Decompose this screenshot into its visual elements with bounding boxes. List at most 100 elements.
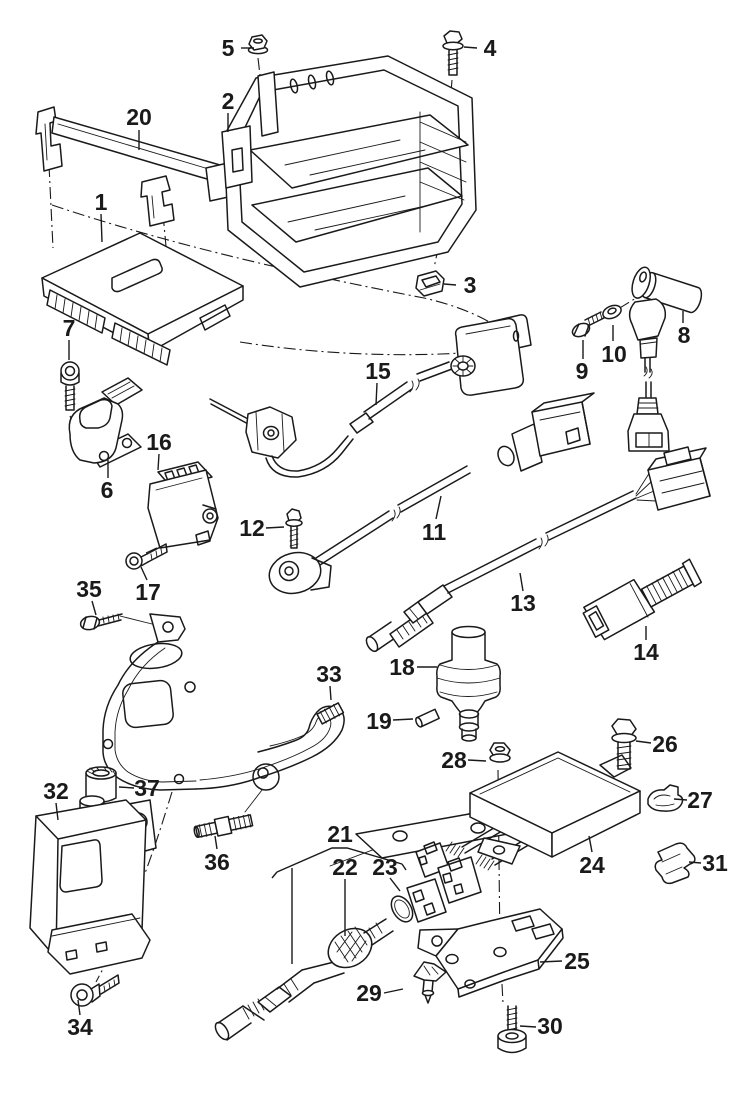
part34-socket-bolt — [70, 974, 120, 1007]
callout-label-31: 31 — [702, 850, 728, 876]
callout-label-5: 5 — [222, 35, 235, 61]
part19-pin — [415, 708, 440, 728]
callout-label-35: 35 — [76, 576, 102, 602]
callout-11-leader — [435, 495, 442, 520]
part36-stud — [193, 813, 254, 839]
callout-3-leader — [443, 283, 457, 286]
callout-28-leader — [467, 759, 487, 762]
part7-socket-bolt — [60, 361, 80, 411]
part30-socket-bolt — [497, 1005, 527, 1054]
callout-label-8: 8 — [678, 322, 691, 348]
brace-21-left-tick — [271, 871, 278, 879]
part18-pressure-switch — [436, 625, 501, 742]
callout-label-30: 30 — [537, 1013, 563, 1039]
part27-clip — [647, 784, 684, 812]
part11-knock-sensor — [268, 392, 595, 595]
part32-control-module — [29, 795, 157, 975]
part31-clip — [654, 842, 696, 885]
part23-connector — [390, 878, 447, 923]
part3-clip-nut — [415, 270, 445, 297]
callout-label-1: 1 — [95, 189, 108, 215]
part15-knock-sensor — [209, 314, 532, 478]
callout-label-20: 20 — [126, 104, 152, 130]
harness-connector-upper — [355, 810, 538, 904]
part5-hex-nut — [247, 34, 269, 55]
part29-clip — [413, 961, 447, 1004]
callout-24-leader — [588, 835, 593, 853]
callout-27-leader — [673, 798, 688, 801]
callout-label-29: 29 — [356, 980, 382, 1006]
callout-label-3: 3 — [464, 272, 477, 298]
callout-35-leader — [91, 600, 97, 616]
callout-4-leader — [463, 46, 478, 49]
callout-37-leader — [118, 786, 135, 789]
callout-label-19: 19 — [366, 708, 392, 734]
part12-hex-bolt — [285, 508, 303, 549]
part28-hex-nut — [489, 742, 511, 763]
callout-12-leader — [265, 526, 285, 529]
callout-label-37: 37 — [134, 775, 160, 801]
callout-17-leader — [140, 566, 148, 581]
callout-label-10: 10 — [601, 341, 627, 367]
callout-label-13: 13 — [510, 590, 536, 616]
callout-label-36: 36 — [204, 849, 230, 875]
callout-label-22: 22 — [332, 854, 358, 880]
part6-pressure-sensor — [68, 377, 143, 468]
callout-label-24: 24 — [579, 852, 605, 878]
brace-21-line — [276, 847, 403, 873]
part14-sensor — [582, 558, 703, 641]
callout-13-leader — [519, 572, 524, 592]
part13-oxygen-sensor — [365, 446, 711, 653]
brace-21-right-tick — [401, 863, 407, 871]
part26-hex-bolt — [611, 718, 637, 770]
part33-bracket — [102, 613, 345, 791]
part25-bracket — [417, 908, 564, 998]
callout-label-23: 23 — [372, 854, 398, 880]
part4-hex-bolt — [442, 30, 464, 76]
part1-engine-control-unit — [41, 232, 244, 366]
callout-label-14: 14 — [633, 639, 659, 665]
part10-washer — [602, 304, 622, 320]
callout-label-16: 16 — [146, 429, 172, 455]
callout-15-leader — [375, 382, 378, 406]
callout-label-17: 17 — [135, 579, 161, 605]
part16-sensor-module — [147, 461, 219, 549]
callout-label-27: 27 — [687, 787, 713, 813]
callout-label-28: 28 — [441, 747, 467, 773]
part35-hex-bolt — [79, 613, 123, 631]
callout-label-11: 11 — [422, 519, 447, 545]
callout-30-leader — [519, 1025, 537, 1028]
callout-23-leader — [389, 877, 401, 892]
callout-31-leader — [688, 861, 702, 864]
callout-26-leader — [635, 740, 652, 744]
callout-label-33: 33 — [316, 661, 342, 687]
callout-25-leader — [539, 960, 563, 963]
part17-socket-bolt — [125, 543, 168, 570]
callout-label-7: 7 — [63, 315, 76, 341]
callout-36-leader — [214, 835, 218, 850]
part24-control-module — [469, 751, 641, 865]
callout-1-leader — [100, 213, 103, 243]
part9-hex-bolt — [571, 311, 605, 338]
callout-34-leader — [77, 999, 81, 1016]
callout-16-leader — [157, 453, 160, 471]
part8-speed-sensor — [627, 266, 703, 452]
callout-label-2: 2 — [222, 88, 235, 114]
callout-label-34: 34 — [67, 1014, 93, 1040]
callout-33-leader — [329, 685, 332, 701]
callout-29-leader — [383, 988, 404, 994]
callout-label-6: 6 — [101, 477, 114, 503]
callout-label-25: 25 — [564, 948, 590, 974]
callout-label-18: 18 — [389, 654, 415, 680]
callout-label-15: 15 — [365, 358, 391, 384]
callout-label-26: 26 — [652, 731, 678, 757]
part22-oxygen-sensor — [214, 918, 394, 1041]
callout-label-4: 4 — [484, 35, 497, 61]
callout-label-21: 21 — [327, 821, 353, 847]
callout-19-leader — [392, 718, 414, 721]
callout-label-12: 12 — [239, 515, 265, 541]
callout-label-9: 9 — [576, 358, 589, 384]
